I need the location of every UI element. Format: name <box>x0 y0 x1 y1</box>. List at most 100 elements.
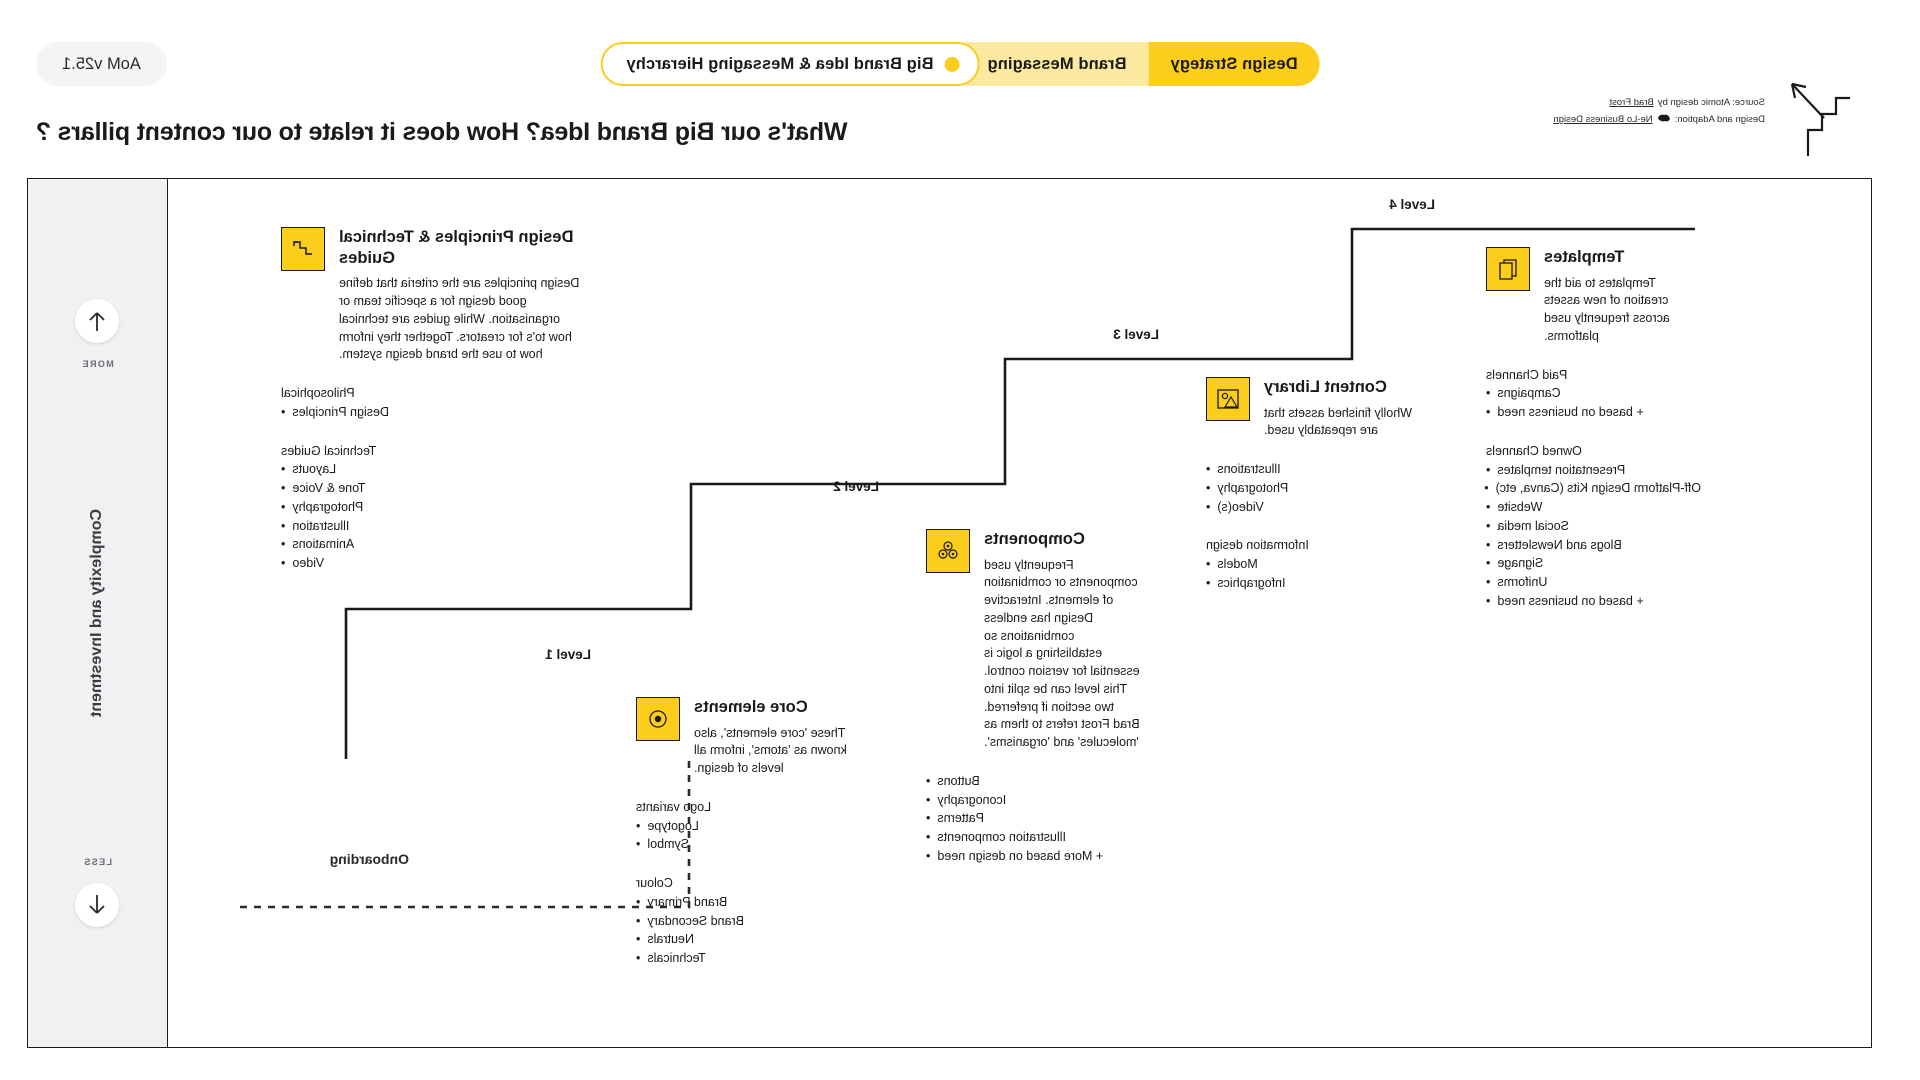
bullet-group-head: Technical Guides <box>281 443 377 458</box>
bullet-label: Models <box>1217 557 1258 572</box>
bullet-item: + based on business need• <box>1486 593 1644 608</box>
bullet-group-head: Information design <box>1206 538 1309 553</box>
bullet-label: Photography <box>292 499 364 514</box>
bullet-item: Design Principles• <box>281 404 389 419</box>
bullet-label: Tone & Voice <box>292 481 366 495</box>
tab-brand-messaging[interactable]: Brand Messaging <box>965 42 1149 86</box>
bullet-label: Uniforms <box>1497 575 1548 590</box>
card-templates: Templates Templates to aid the creation … <box>1484 247 1701 611</box>
bullet-group: Philosophical Design Principles• <box>281 384 581 422</box>
bullet-label: Buttons <box>937 773 980 788</box>
diagram-frame: Level 4 Templates Templates to aid the c… <box>27 178 1872 1048</box>
bullet-label: Social media <box>1497 518 1569 533</box>
bullet-item: Iconography• <box>926 792 1007 807</box>
bullet-item: Tone & Voice• <box>281 481 366 495</box>
bullet-item: Patterns• <box>926 811 984 826</box>
bullet-item: Animations• <box>281 537 355 552</box>
bullet-item: Photography• <box>281 499 364 514</box>
level-3-tag: Level 3 <box>1113 327 1159 342</box>
bullet-label: Off-Platform Design Kits (Canva, etc) <box>1495 481 1701 496</box>
current-tab-dot-icon <box>944 56 960 72</box>
tab-big-brand-idea[interactable]: Big Brand Idea & Messaging Hierarchy <box>600 42 980 86</box>
bullet-group-head: Paid Channels <box>1486 367 1568 382</box>
section-tabs: Design Strategy Brand Messaging Big Bran… <box>600 42 1320 86</box>
bullet-item: Off-Platform Design Kits (Canva, etc)• <box>1484 481 1701 496</box>
bullet-label: Illustration components <box>937 830 1066 845</box>
card-description: Wholly finished assets that are repeatab… <box>1264 405 1412 438</box>
bullet-label: Video <box>292 556 325 570</box>
bullet-label: Illustration <box>292 518 350 533</box>
credit-adaption-link[interactable]: Ne-Lo Business Design <box>1553 114 1653 126</box>
bullet-item: Layouts• <box>281 462 337 477</box>
version-label: AoM v25.1 <box>62 54 141 73</box>
bullet-item: Website• <box>1486 500 1543 515</box>
bullet-label: Technicals <box>647 951 706 966</box>
bullet-label: Design Principles <box>292 404 389 419</box>
rail-caption-more: MORE <box>81 359 114 369</box>
bullet-item: Illustration• <box>281 518 350 533</box>
bullet-label: Video(s) <box>1217 499 1264 514</box>
credit-source-link[interactable]: Brad Frost <box>1609 97 1654 108</box>
bullet-label: Presentation templates <box>1497 462 1626 477</box>
bullet-item: Uniforms• <box>1486 575 1548 590</box>
card-title: Core elements <box>694 698 808 716</box>
tab-label: Brand Messaging <box>987 54 1127 73</box>
bullet-label: Campaigns <box>1497 386 1561 401</box>
bullet-item: Presentation templates• <box>1486 462 1626 477</box>
bullet-item: Buttons• <box>926 773 980 788</box>
bullet-item: + More based on design need• <box>926 848 1104 863</box>
card-core-elements: Core elements These 'core elements', als… <box>636 697 851 968</box>
bullet-label: Iconography <box>937 792 1007 807</box>
bullet-group: Owned Channels Presentation templates• O… <box>1484 442 1701 611</box>
bullet-label: Layouts <box>292 462 337 477</box>
level-4-tag: Level 4 <box>1389 197 1435 212</box>
bullet-label: Patterns <box>937 811 984 826</box>
image-icon <box>1206 377 1250 421</box>
bullet-group: Illustrations• Photography• Video(s)• <box>1206 460 1421 516</box>
card-title: Content Library <box>1264 378 1387 396</box>
credit-adaption: Design and Adaption: Ne-Lo Business Desi… <box>1553 112 1765 130</box>
credit-source-prefix: Source: Atomic design by <box>1657 97 1765 108</box>
bullet-group-head: Philosophical <box>281 386 355 400</box>
bullet-label: Illustrations <box>1217 462 1281 477</box>
card-description: Frequently used components or combinatio… <box>984 557 1140 750</box>
complexity-rail: MORE Complexity and Investment LESS <box>28 179 168 1047</box>
bullet-group: Technical Guides Layouts• Tone & Voice• … <box>281 442 581 573</box>
tab-design-strategy[interactable]: Design Strategy <box>1148 42 1320 86</box>
card-description: Design principles are the criteria that … <box>339 276 580 362</box>
arrow-down-icon <box>75 883 120 927</box>
bullet-label: Neutrals <box>647 932 694 947</box>
rail-axis-label: Complexity and Investment <box>88 508 106 718</box>
credits: Source: Atomic design by Brad Frost Desi… <box>1553 95 1765 129</box>
bullet-group: Information design Models• Infographics• <box>1206 536 1421 592</box>
card-title: Components <box>984 530 1085 548</box>
bullet-item: Video• <box>281 556 325 570</box>
guide-icon <box>281 227 325 271</box>
credit-adaption-prefix: Design and Adaption: <box>1674 114 1765 126</box>
bullet-item: Video(s)• <box>1206 499 1264 514</box>
bullet-label: Animations <box>292 537 355 552</box>
bullet-item: Campaigns• <box>1486 386 1561 401</box>
bullet-item: + based on business need• <box>1486 405 1644 420</box>
bullet-label: Blogs and Newsletters <box>1497 537 1622 552</box>
atom-icon <box>636 697 680 741</box>
rail-caption-less: LESS <box>82 857 113 867</box>
bullet-group-head: Owned Channels <box>1486 443 1582 458</box>
card-design-principles: Design Principles & Technical Guides Des… <box>281 227 581 573</box>
credit-source: Source: Atomic design by Brad Frost <box>1553 95 1765 112</box>
bull-icon <box>1657 112 1671 130</box>
card-content-library: Content Library Wholly finished assets t… <box>1206 377 1421 593</box>
bullet-label: Photography <box>1217 480 1289 495</box>
bullet-item: Neutrals• <box>636 932 694 947</box>
bullet-label: Website <box>1497 500 1543 515</box>
bullet-label: + based on business need <box>1497 593 1644 608</box>
page-title: What's our Big Brand Idea? How does it r… <box>36 118 848 146</box>
tab-label: Design Strategy <box>1170 54 1298 73</box>
molecule-icon <box>926 529 970 573</box>
card-title: Design Principles & Technical Guides <box>339 228 574 267</box>
bullet-group: Buttons• Iconography• Patterns• Illustra… <box>926 772 1141 866</box>
bullet-label: Infographics <box>1217 575 1286 590</box>
bullet-item: Illustration components• <box>926 830 1066 845</box>
bullet-item: Technicals• <box>636 951 706 966</box>
